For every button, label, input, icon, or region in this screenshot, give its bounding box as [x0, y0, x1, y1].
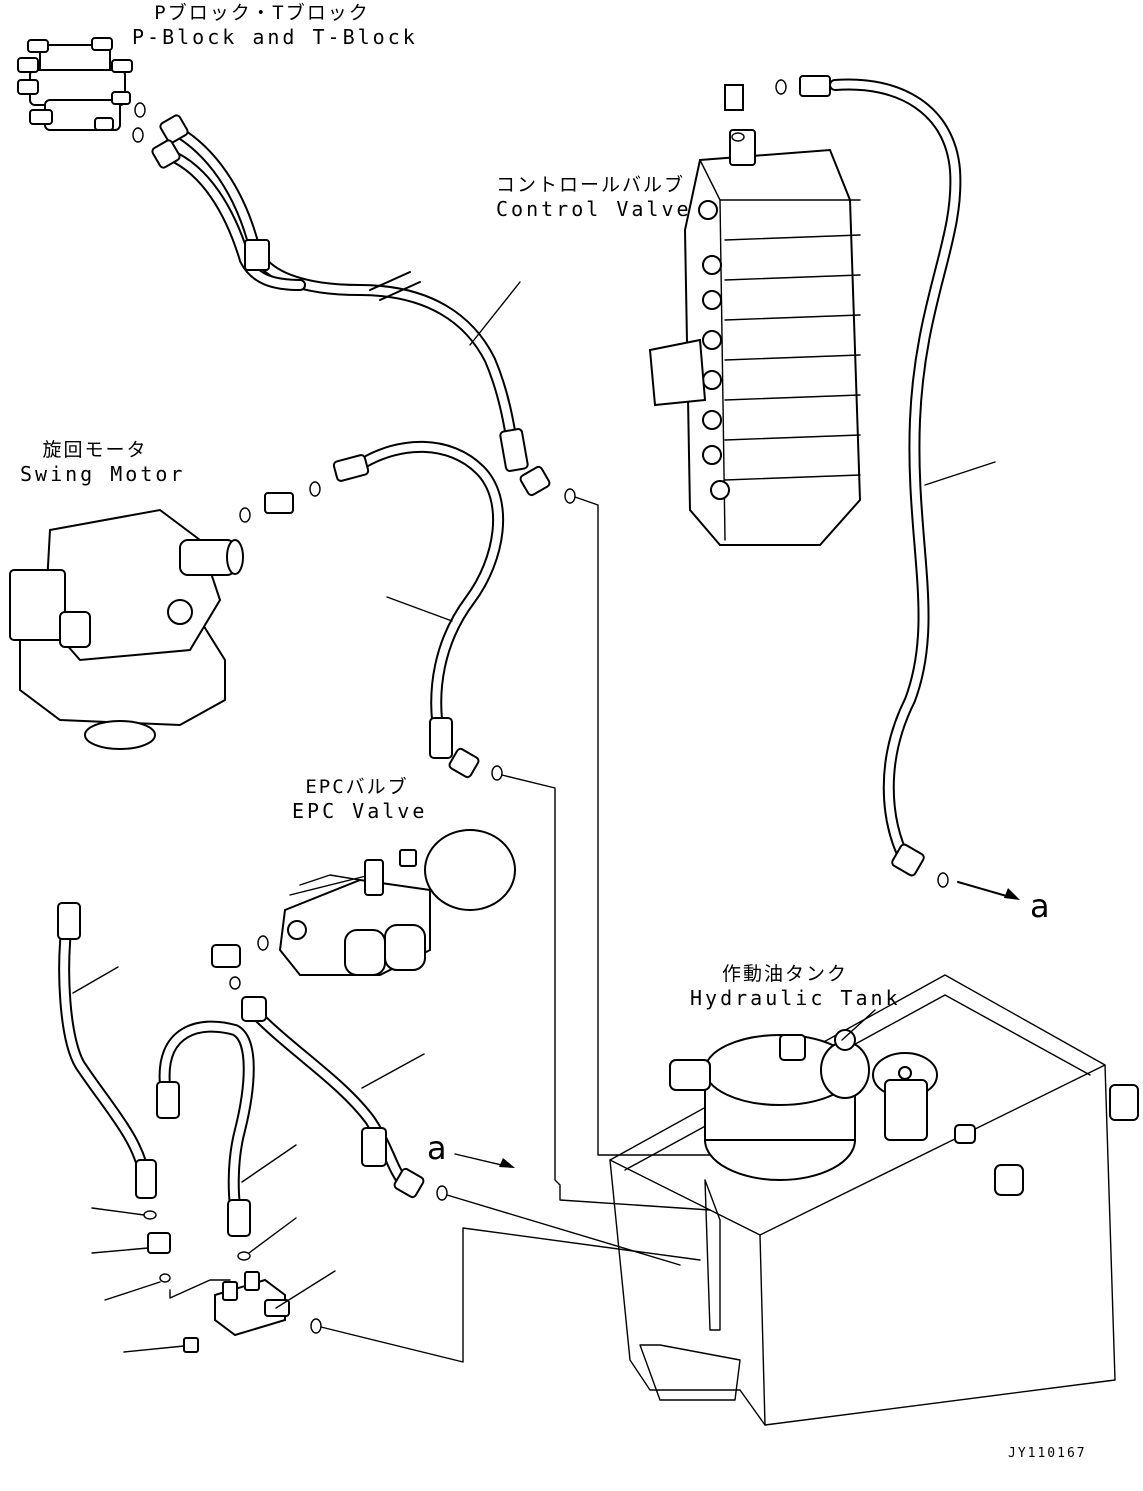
- epc-valve-label-jp: EPCバルブ: [305, 776, 409, 798]
- swing-motor-part: [9, 481, 321, 750]
- pt-block-hose: [151, 114, 576, 504]
- drawing-code: JY110167: [1008, 1446, 1087, 1461]
- pipe-routing-lines: [320, 496, 716, 1363]
- hydraulic-tank-label-jp: 作動油タンク: [721, 963, 848, 985]
- epc-valve-label-en: EPC Valve: [292, 799, 428, 823]
- p-t-block-part: [17, 37, 146, 143]
- control-valve-return-hose: [799, 75, 1020, 900]
- hydraulic-tank-label-en: Hydraulic Tank: [690, 986, 901, 1010]
- control-valve-label-jp: コントロールバルブ: [496, 174, 686, 196]
- control-valve-label-en: Control Valve: [496, 197, 692, 221]
- hydraulic-tank-part: [609, 974, 1139, 1426]
- control-valve-part: [648, 79, 862, 546]
- swing-motor-label-jp: 旋回モータ: [42, 439, 148, 461]
- p-t-block-label: Pブロック・Tブロック P-Block and T-Block: [132, 2, 418, 49]
- swing-motor-label-en: Swing Motor: [20, 462, 186, 486]
- swing-motor-hose: [332, 440, 505, 781]
- connection-marker-a-in: a: [427, 1129, 447, 1167]
- epc-valve-label: EPCバルブ EPC Valve: [292, 776, 428, 823]
- connection-marker-a-out: a: [1030, 887, 1050, 925]
- p-t-block-label-en: P-Block and T-Block: [132, 25, 418, 49]
- control-valve-label: コントロールバルブ Control Valve: [496, 174, 692, 221]
- hydraulic-tank-label: 作動油タンク Hydraulic Tank: [690, 963, 901, 1010]
- swing-motor-label: 旋回モータ Swing Motor: [20, 439, 186, 486]
- p-t-block-label-jp: Pブロック・Tブロック: [154, 2, 370, 24]
- lower-left-hoses: [57, 902, 448, 1353]
- epc-valve-part: [211, 829, 516, 990]
